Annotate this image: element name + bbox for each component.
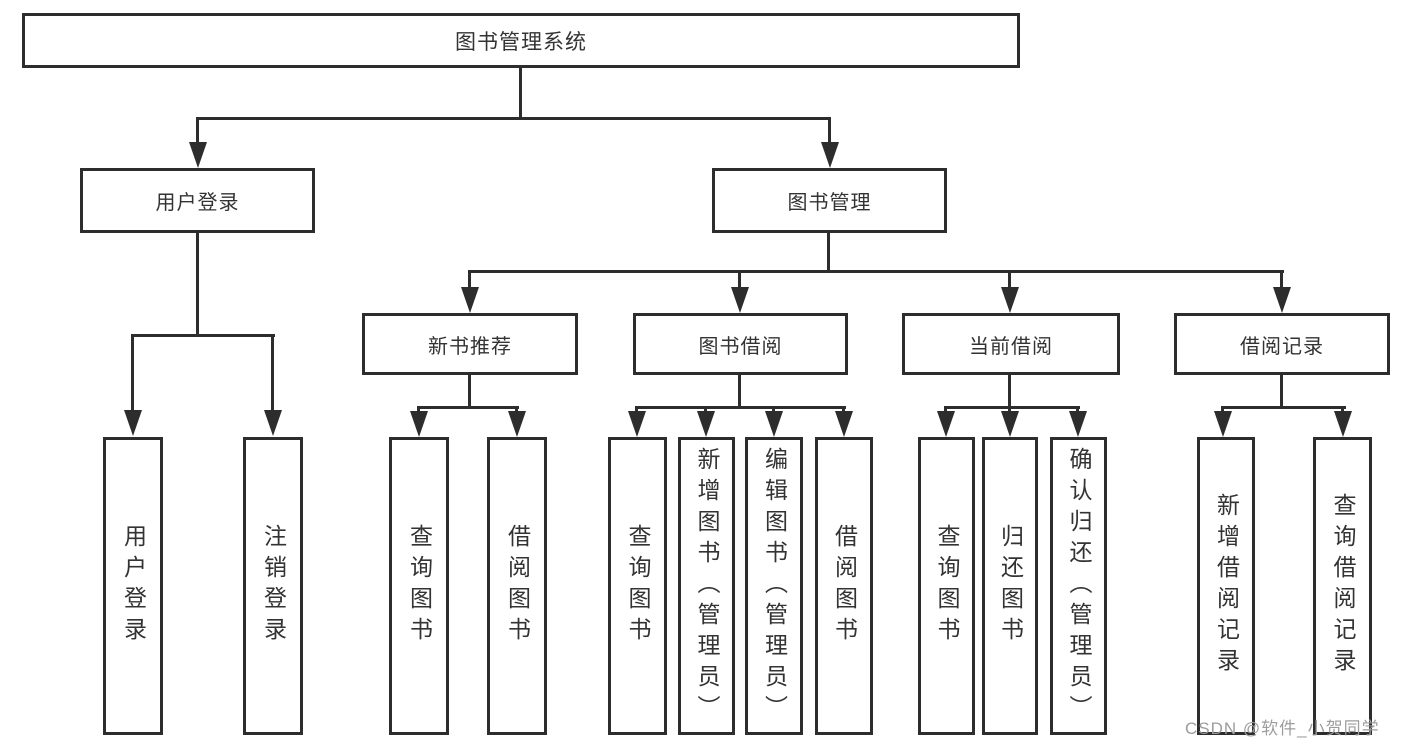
connector-arm: [417, 406, 420, 414]
connector-book-mgmt-stem: [827, 233, 830, 273]
connector-borrowing-stem: [738, 375, 741, 408]
leaf-return-books: 归还图书: [982, 437, 1038, 735]
leaf-label: 新增借阅记录: [1213, 493, 1240, 679]
leaf-label: 借阅图书: [831, 524, 858, 648]
connector-book-mgmt-rail: [468, 270, 1284, 273]
leaf-edit-books-admin: 编辑图书（管理员）: [745, 437, 803, 735]
node-user-login: 用户登录: [80, 168, 315, 233]
node-root: 图书管理系统: [22, 13, 1020, 68]
connector-arm: [1008, 270, 1011, 290]
leaf-label: 确认归还（管理员）: [1066, 446, 1092, 726]
connector-arm: [468, 270, 471, 290]
arrowhead-down-icon: [835, 411, 853, 437]
connector-user-login-stem: [196, 233, 199, 337]
connector-arm: [1221, 406, 1224, 414]
node-book-borrowing-label: 图书借阅: [698, 335, 783, 358]
connector-arm: [1076, 406, 1079, 414]
connector-root-rail: [196, 117, 831, 120]
connector-arm: [1008, 406, 1011, 414]
leaf-borrow-books-borrowing: 借阅图书: [815, 437, 873, 735]
connector-root-arm-right: [828, 117, 831, 144]
csdn-watermark: CSDN @软件_小贺同学: [1185, 719, 1380, 738]
connector-user-login-rail: [131, 334, 275, 337]
connector-user-login-arm-right: [271, 334, 274, 412]
node-book-management-label: 图书管理: [787, 192, 872, 214]
arrowhead-down-icon: [731, 287, 749, 313]
leaf-query-books-borrowing: 查询图书: [608, 437, 667, 735]
connector-arm: [1280, 270, 1283, 290]
arrowhead-down-icon: [264, 410, 282, 436]
node-user-login-label: 用户登录: [155, 192, 240, 214]
leaf-query-borrow-record: 查询借阅记录: [1313, 437, 1372, 735]
connector-arm: [1341, 406, 1344, 414]
connector-recommend-stem: [468, 375, 471, 408]
leaf-user-login: 用户登录: [103, 437, 163, 735]
arrowhead-down-icon: [508, 411, 526, 437]
node-new-book-recommend: 新书推荐: [362, 313, 578, 375]
connector-records-stem: [1280, 375, 1283, 408]
connector-records-rail: [1221, 406, 1346, 409]
node-current-borrowing-label: 当前借阅: [969, 335, 1053, 358]
arrowhead-down-icon: [410, 411, 428, 437]
node-root-label: 图书管理系统: [455, 30, 587, 54]
connector-arm: [842, 406, 845, 414]
connector-arm: [738, 270, 741, 290]
node-book-management: 图书管理: [712, 168, 947, 233]
connector-arm: [515, 406, 518, 414]
arrowhead-down-icon: [461, 287, 479, 313]
leaf-add-borrow-record: 新增借阅记录: [1197, 437, 1255, 735]
connector-user-login-arm-left: [131, 334, 134, 412]
arrowhead-down-icon: [1334, 411, 1352, 437]
leaf-query-books-current: 查询图书: [918, 437, 975, 735]
node-new-book-recommend-label: 新书推荐: [428, 335, 512, 358]
arrowhead-down-icon: [697, 411, 715, 437]
leaf-label: 用户登录: [120, 524, 147, 648]
arrowhead-down-icon: [765, 411, 783, 437]
arrowhead-down-icon: [1214, 411, 1232, 437]
leaf-logout-login: 注销登录: [243, 437, 303, 735]
leaf-label: 新增图书（管理员）: [694, 446, 720, 726]
node-borrowing-records: 借阅记录: [1174, 313, 1390, 375]
leaf-label: 编辑图书（管理员）: [761, 446, 788, 726]
connector-current-stem: [1008, 375, 1011, 408]
leaf-borrow-books-recommend: 借阅图书: [487, 437, 547, 735]
connector-arm: [944, 406, 947, 414]
leaf-query-books-recommend: 查询图书: [389, 437, 449, 735]
leaf-label: 查询图书: [406, 524, 433, 648]
connector-root-arm-left: [196, 117, 199, 144]
leaf-label: 注销登录: [260, 524, 287, 648]
arrowhead-down-icon: [628, 411, 646, 437]
leaf-add-books-admin: 新增图书（管理员）: [678, 437, 735, 735]
arrowhead-down-icon: [821, 142, 839, 168]
connector-arm: [704, 406, 707, 414]
connector-borrowing-rail: [635, 406, 846, 409]
connector-current-rail: [944, 406, 1080, 409]
arrowhead-down-icon: [1273, 287, 1291, 313]
node-borrowing-records-label: 借阅记录: [1240, 335, 1324, 358]
leaf-label: 查询图书: [934, 524, 960, 648]
connector-arm: [772, 406, 775, 414]
leaf-label: 借阅图书: [504, 524, 531, 648]
node-book-borrowing: 图书借阅: [633, 313, 848, 375]
arrowhead-down-icon: [937, 411, 955, 437]
leaf-confirm-return-admin: 确认归还（管理员）: [1050, 437, 1107, 735]
arrowhead-down-icon: [189, 142, 207, 168]
arrowhead-down-icon: [124, 410, 142, 436]
node-current-borrowing: 当前借阅: [902, 313, 1120, 375]
connector-root-stem: [519, 68, 522, 119]
leaf-label: 查询借阅记录: [1330, 493, 1356, 679]
arrowhead-down-icon: [1001, 411, 1019, 437]
arrowhead-down-icon: [1001, 287, 1019, 313]
connector-arm: [635, 406, 638, 414]
arrowhead-down-icon: [1069, 411, 1087, 437]
leaf-label: 查询图书: [625, 524, 651, 648]
connector-recommend-rail: [417, 406, 519, 409]
leaf-label: 归还图书: [997, 524, 1024, 648]
